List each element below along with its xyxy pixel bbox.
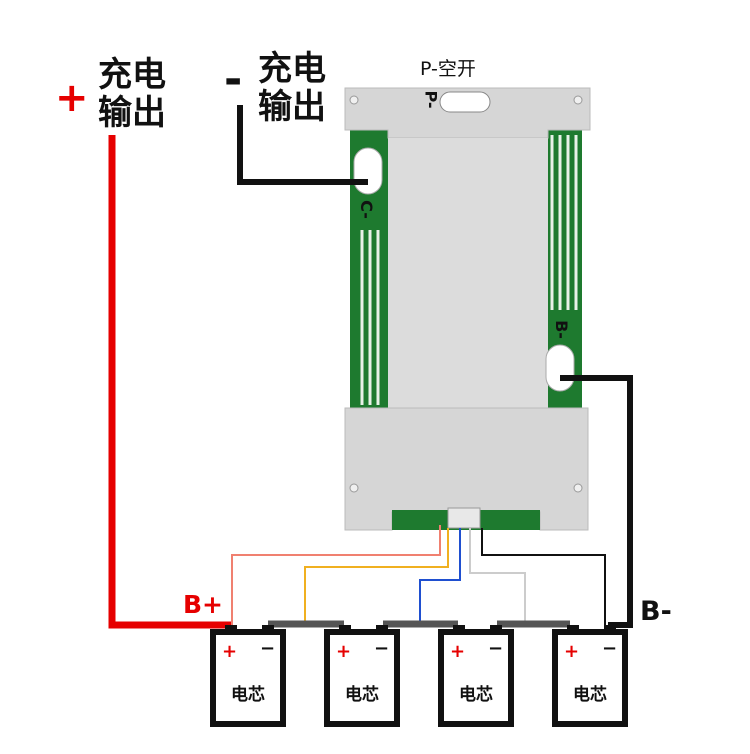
charge-negative-wire: [237, 105, 368, 185]
positive-wire: [108, 135, 232, 629]
b-minus-wire: [560, 375, 633, 628]
cell-4-minus: −: [602, 638, 618, 659]
pcb-p-minus-label: P-: [421, 90, 441, 109]
middle-plate: [388, 138, 548, 418]
c-minus-pad: [353, 147, 383, 195]
pcb-traces-right: [550, 135, 578, 310]
balance-wire-2: [304, 528, 449, 625]
charge-output-pos-line1: 充电: [98, 55, 166, 95]
b-minus-pad: [545, 344, 575, 392]
negative-sign: -: [224, 54, 243, 105]
balance-connector: [447, 507, 481, 529]
cell-4-name: 电芯: [573, 685, 607, 705]
cell-4-plus: +: [564, 641, 580, 662]
b-minus-label: B-: [640, 596, 672, 627]
p-terminal-label: P-空开: [420, 58, 476, 80]
b-plus-label: B+: [183, 590, 224, 619]
balance-wire-1: [231, 525, 441, 625]
pcb-traces-left: [360, 230, 380, 405]
charge-output-neg-line2: 输出: [258, 87, 326, 127]
cell-3-minus: −: [488, 638, 504, 659]
cell-2-plus: +: [336, 641, 352, 662]
positive-sign: +: [55, 75, 89, 121]
p-terminal-hole: [439, 91, 491, 113]
pcb-c-minus-label: C-: [356, 200, 376, 219]
cell-1-minus: −: [260, 638, 276, 659]
cell-1: [210, 629, 286, 727]
cell-4: [552, 629, 628, 727]
balance-wire-3: [419, 528, 461, 625]
cells: [210, 629, 628, 727]
cell-terminals: [225, 625, 616, 633]
cell-3-plus: +: [450, 641, 466, 662]
balance-wire-4: [469, 528, 526, 625]
charge-output-pos-line2: 输出: [98, 93, 166, 133]
balance-wire-5: [481, 528, 606, 625]
cell-2: [324, 629, 400, 727]
pcb-b-minus-label: B-: [551, 320, 571, 339]
screws: [349, 95, 583, 493]
cell-1-name: 电芯: [231, 685, 265, 705]
charge-output-neg-line1: 充电: [258, 49, 326, 89]
cell-1-plus: +: [222, 641, 238, 662]
cell-3-name: 电芯: [459, 685, 493, 705]
cell-3: [438, 629, 514, 727]
cell-2-minus: −: [374, 638, 390, 659]
cell-2-name: 电芯: [345, 685, 379, 705]
